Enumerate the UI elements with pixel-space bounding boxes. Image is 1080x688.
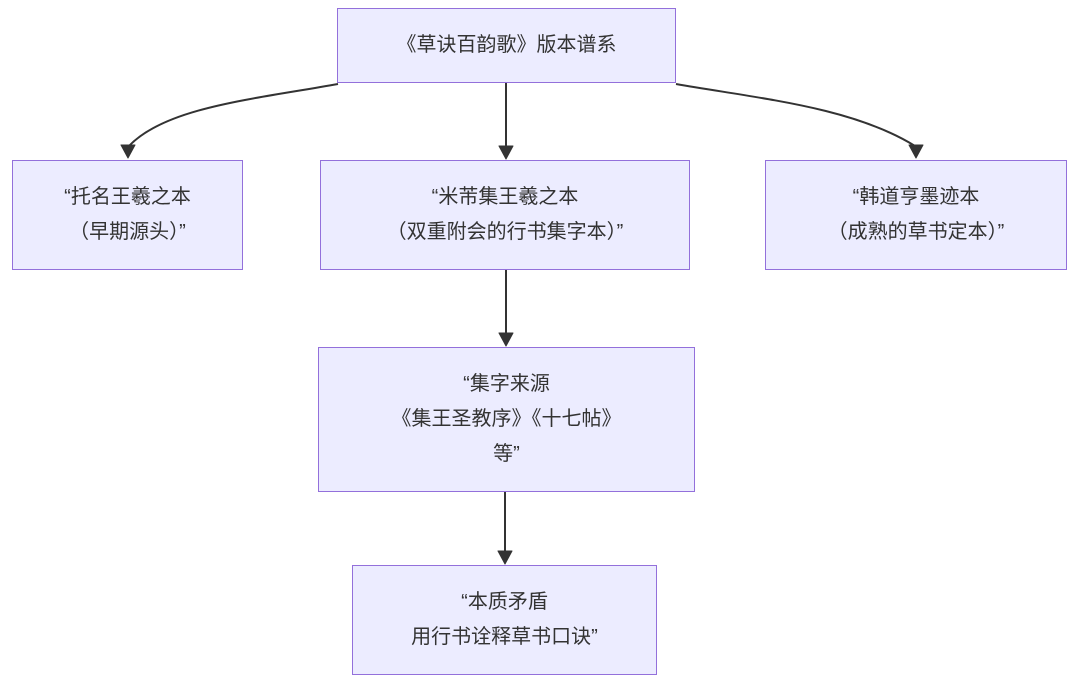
node-tuoming-line-2: （早期源头）”: [69, 221, 186, 243]
node-mifu: “米芾集王羲之本 （双重附会的行书集字本）”: [320, 160, 690, 270]
edge-root-tuoming: [128, 83, 339, 147]
node-jizi-line-3: 等”: [493, 443, 520, 465]
node-mifu-line-1: “米芾集王羲之本: [431, 186, 579, 208]
node-jizi: “集字来源 《集王圣教序》《十七帖》 等”: [318, 347, 695, 492]
node-tuoming-line-1: “托名王羲之本: [64, 186, 191, 208]
node-handaoheng: “韩道亨墨迹本 （成熟的草书定本）”: [765, 160, 1067, 270]
node-handaoheng-line-1: “韩道亨墨迹本: [852, 186, 980, 208]
node-benzhi-line-2: 用行书诠释草书口诀”: [411, 626, 598, 648]
node-benzhi: “本质矛盾 用行书诠释草书口诀”: [352, 565, 657, 675]
arrowhead-jizi: [498, 332, 514, 347]
node-jizi-line-2: 《集王圣教序》《十七帖》: [391, 408, 622, 430]
node-mifu-line-2: （双重附会的行书集字本）”: [386, 221, 624, 243]
node-jizi-line-1: “集字来源: [463, 373, 550, 395]
node-root-line-1: 《草诀百韵歌》版本谱系: [396, 34, 617, 56]
arrowhead-mifu: [498, 145, 514, 160]
node-tuoming: “托名王羲之本 （早期源头）”: [12, 160, 243, 270]
node-handaoheng-line-2: （成熟的草书定本）”: [827, 221, 1005, 243]
node-benzhi-line-1: “本质矛盾: [461, 591, 548, 613]
node-root: 《草诀百韵歌》版本谱系: [337, 8, 676, 83]
edge-root-handaoheng: [675, 83, 916, 147]
arrowhead-tuoming: [120, 144, 136, 159]
arrowhead-handaoheng: [908, 144, 924, 159]
arrowhead-benzhi: [497, 550, 513, 565]
